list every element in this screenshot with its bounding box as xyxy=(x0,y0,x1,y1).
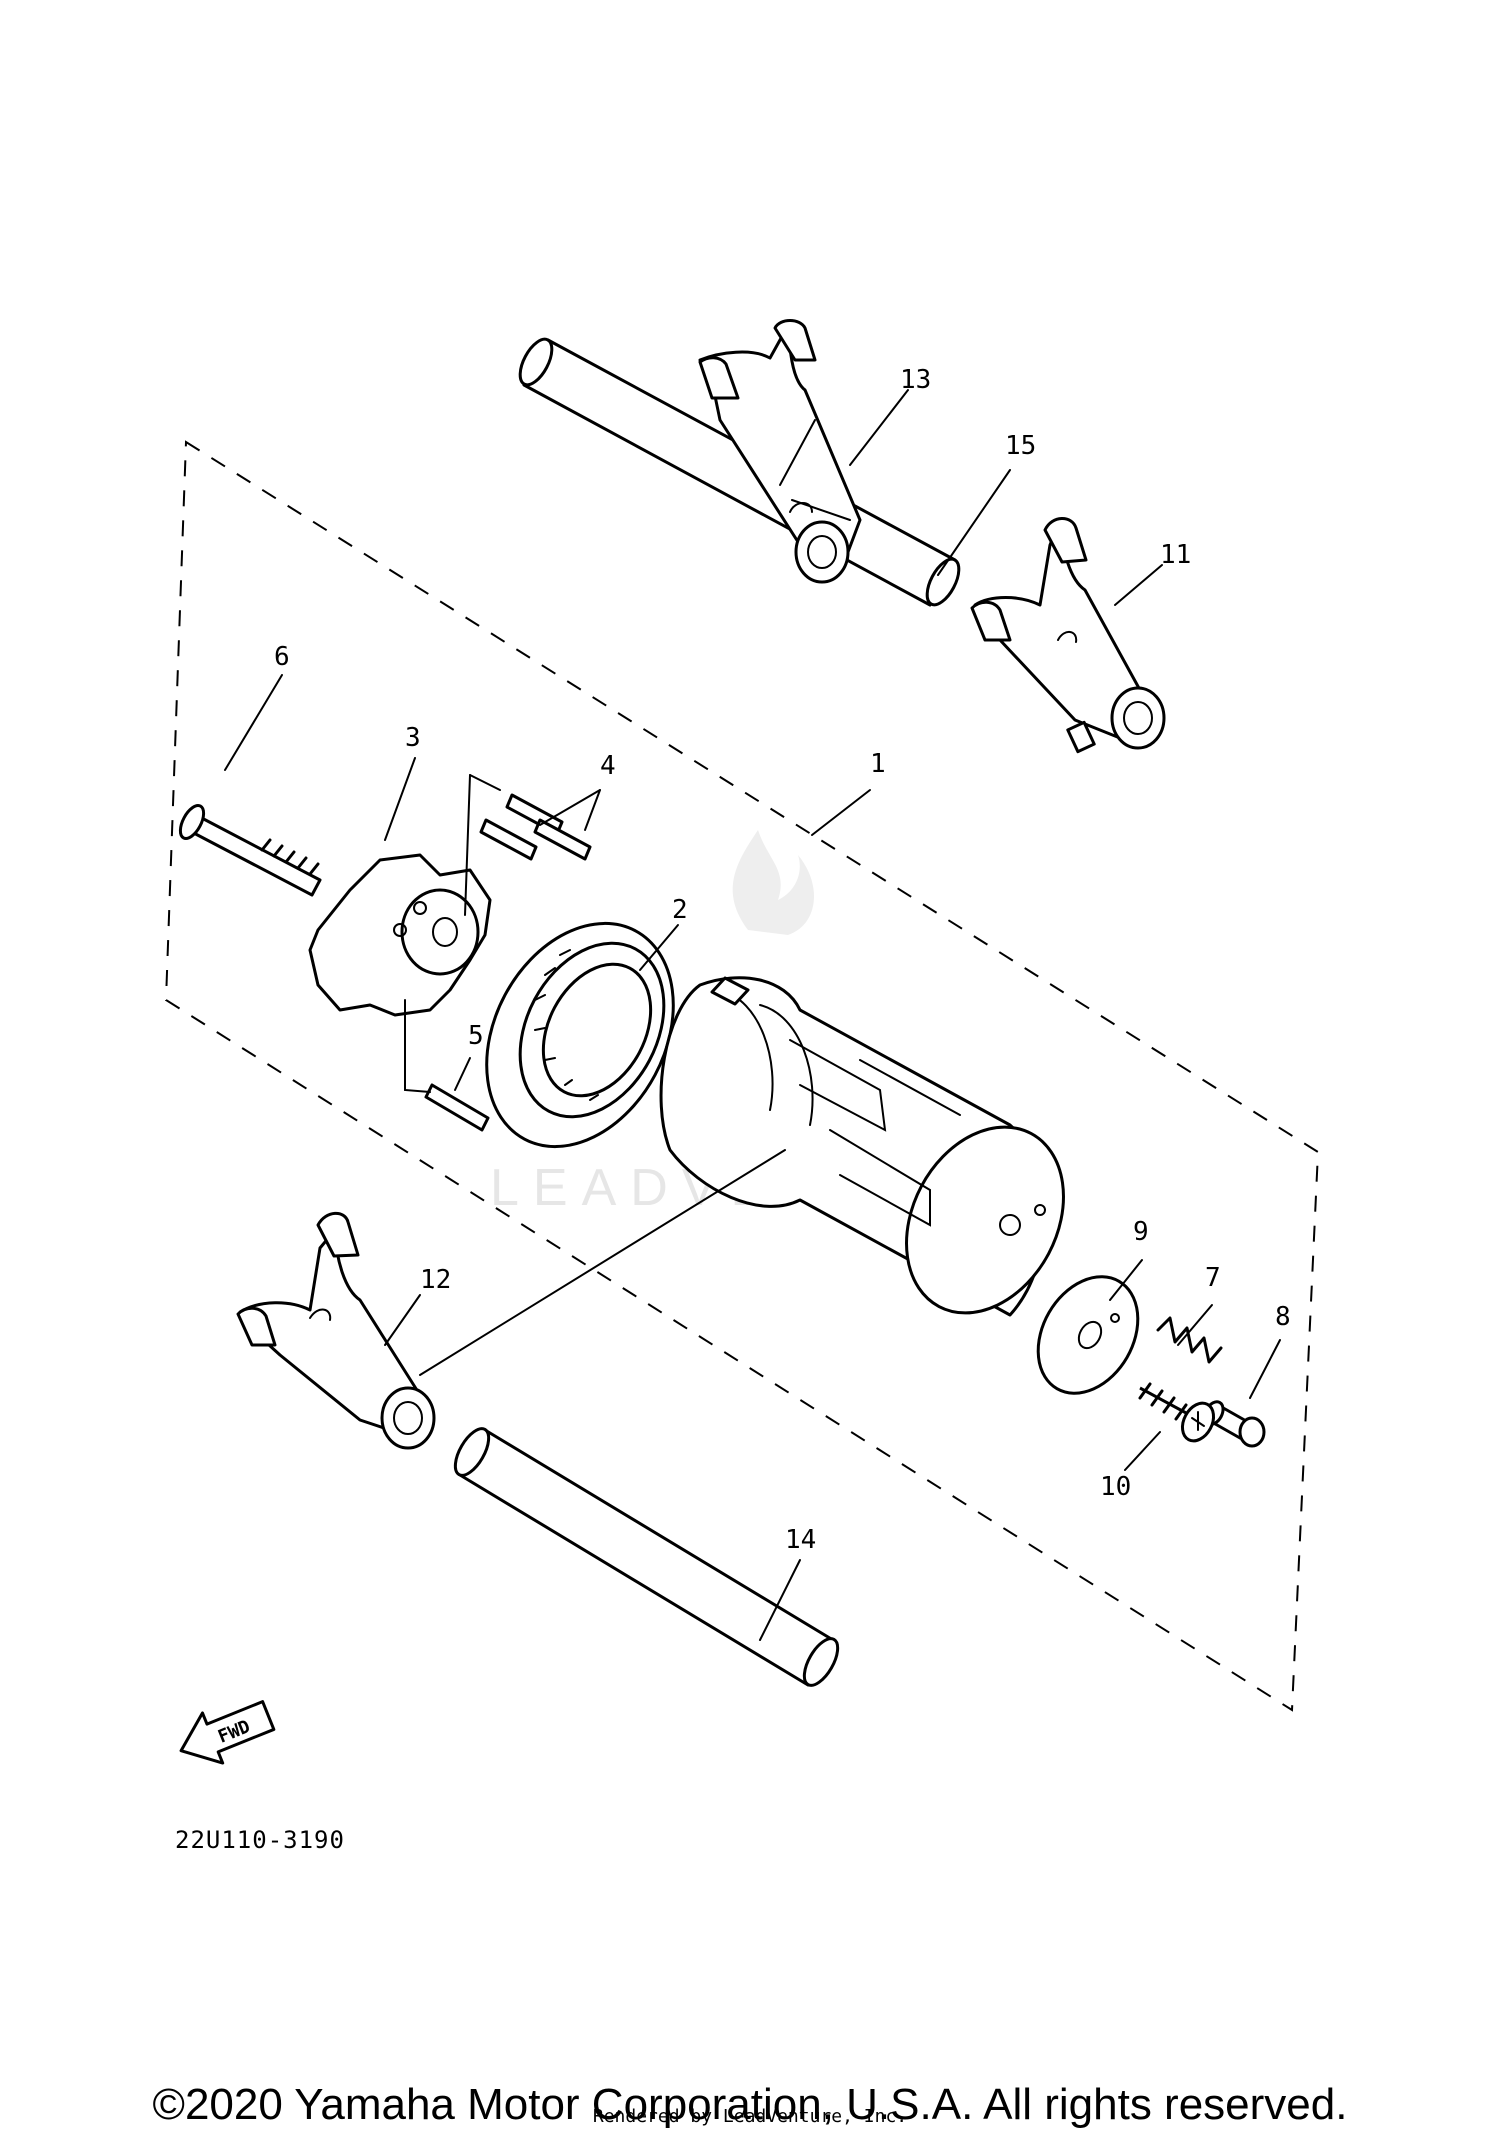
callout-3: 3 xyxy=(405,723,421,753)
callout-7: 7 xyxy=(1205,1263,1221,1293)
part-11-shift-fork xyxy=(970,517,1166,754)
part-14-guide-bar xyxy=(453,1427,840,1687)
part-4-pins xyxy=(464,774,592,916)
part-9-plate xyxy=(1036,1275,1140,1395)
part-13-shift-fork xyxy=(698,319,862,584)
callout-9: 9 xyxy=(1133,1217,1149,1247)
callout-1: 1 xyxy=(870,749,886,779)
part-12-shift-fork xyxy=(236,1211,436,1450)
callout-10: 10 xyxy=(1100,1472,1131,1502)
callout-14: 14 xyxy=(785,1525,816,1555)
fwd-arrow-icon: FWD xyxy=(179,1700,276,1765)
callout-12: 12 xyxy=(420,1265,451,1295)
callout-2: 2 xyxy=(672,895,688,925)
callout-numbers: 13 15 11 1 6 3 4 2 5 9 7 8 10 12 14 xyxy=(274,365,1291,1555)
callout-11: 11 xyxy=(1160,540,1191,570)
callout-6: 6 xyxy=(274,642,290,672)
part-1-shift-drum xyxy=(659,976,1065,1317)
part-5-pin xyxy=(404,999,490,1132)
assembly-outline xyxy=(164,440,1320,1712)
callout-5: 5 xyxy=(468,1021,484,1051)
callout-13: 13 xyxy=(900,365,931,395)
leader-lines xyxy=(224,389,1281,1641)
part-7-spring xyxy=(1156,1316,1223,1364)
copyright-notice: ©2020 Yamaha Motor Corporation, U.S.A. A… xyxy=(152,2080,1348,2129)
rendered-by-credit: Rendered by LeadVenture, Inc. xyxy=(592,2106,908,2127)
part-2-bearing xyxy=(485,921,675,1149)
part-10-screw xyxy=(1138,1382,1216,1443)
callout-15: 15 xyxy=(1005,431,1036,461)
callout-4: 4 xyxy=(600,751,616,781)
callout-8: 8 xyxy=(1275,1302,1291,1332)
part-6-bolt xyxy=(178,804,322,897)
part-3-segment xyxy=(308,853,492,1017)
diagram-code: 22U110-3190 xyxy=(175,1826,345,1854)
